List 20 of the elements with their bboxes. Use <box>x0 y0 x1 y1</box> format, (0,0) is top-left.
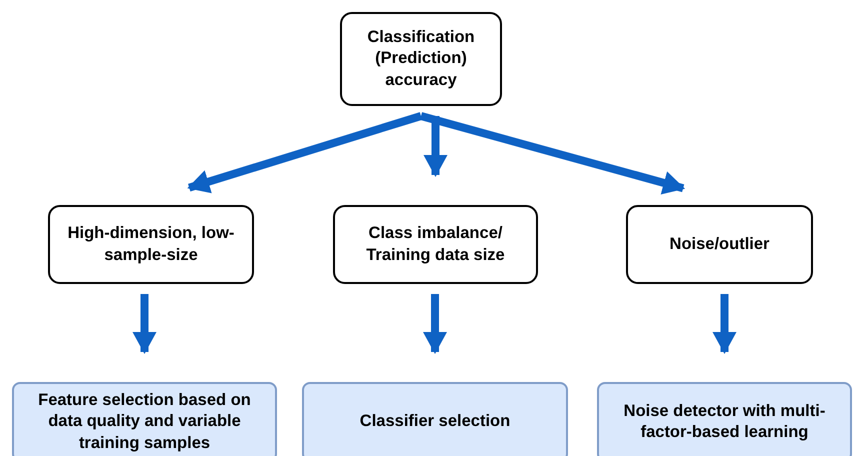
box-label: Class imbalance/ Training data size <box>365 223 506 266</box>
arrow <box>187 112 422 194</box>
box-label: Classification (Prediction) accuracy <box>366 26 476 91</box>
arrow <box>423 294 447 354</box>
arrow <box>420 112 686 194</box>
process-box <box>626 205 813 284</box>
box-label: Noise detector with multi-factor-based learning <box>622 400 826 443</box>
arrow <box>424 116 448 177</box>
process-box <box>12 382 277 456</box>
process-box <box>302 382 568 456</box>
process-box <box>597 382 852 456</box>
process-box <box>48 205 254 284</box>
box-label: Noise/outlier <box>670 234 770 255</box>
arrow <box>132 294 156 354</box>
process-box <box>340 12 502 106</box>
box-label: Feature selection based on data quality and variable training samples <box>37 390 252 454</box>
arrow <box>712 294 736 354</box>
process-box <box>333 205 538 284</box>
box-label: Classifier selection <box>360 411 510 432</box>
box-label: High-dimension, low-sample-size <box>66 223 236 266</box>
